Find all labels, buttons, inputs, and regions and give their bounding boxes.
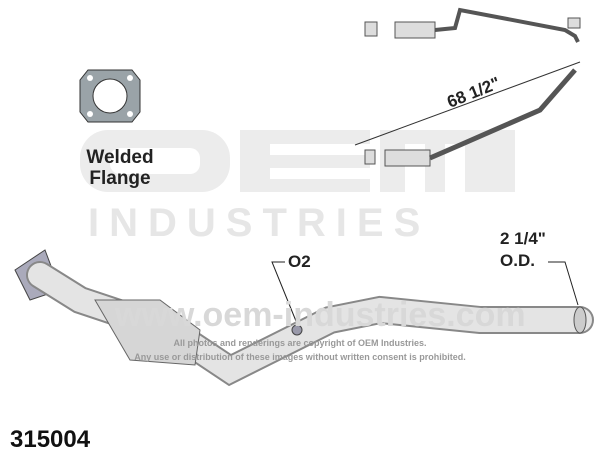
copyright-line-1: All photos and renderings are copyright … [173,338,426,348]
industries-watermark: INDUSTRIES [88,201,430,245]
main-pipe [14,249,594,387]
url-watermark: www.oem-industries.com [114,296,526,334]
top-view-pipe [364,7,581,43]
copyright-line-2: Any use or distribution of these images … [134,352,466,362]
length-label: 68 1/2" [444,73,502,111]
o2-leader [271,261,299,327]
flange-label-line-1: Welded [86,147,154,168]
diameter-label: 2 1/4" [500,229,546,248]
side-view-pipe [364,68,577,167]
o2-label: O2 [288,252,311,271]
length-dimension-line [354,61,581,146]
flange-icon [79,69,141,123]
flange-label-line-2: Flange [89,168,151,189]
od-leader [548,261,579,306]
part-number: 315004 [10,426,91,453]
od-label: O.D. [500,251,535,270]
flange-label: Welded Flange [80,147,160,189]
